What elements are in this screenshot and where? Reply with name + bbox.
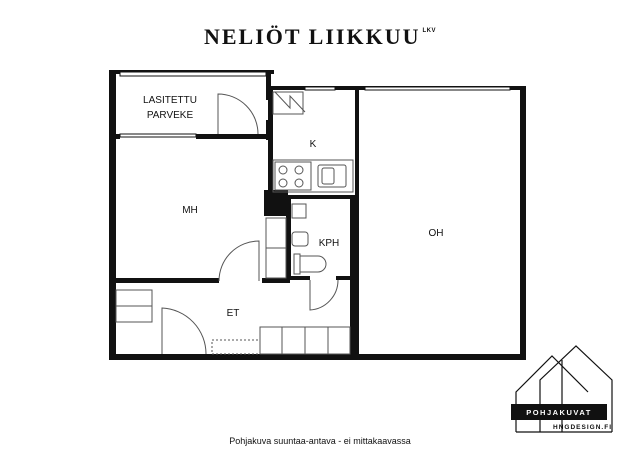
wall-bedroom-bottom <box>109 278 219 283</box>
bath-cabinet <box>291 203 307 219</box>
wall-kitchen-block <box>264 190 288 216</box>
kitchen-cabinet <box>272 91 304 115</box>
room-label-balcony-1: LASITETTU <box>143 95 197 106</box>
door-balcony-swing <box>217 93 259 135</box>
toilet <box>299 255 327 273</box>
toilet-tank <box>293 253 301 275</box>
bath-fixtures <box>291 203 327 275</box>
burner-2 <box>294 165 304 175</box>
room-label-hall: ET <box>227 308 240 319</box>
doors <box>161 93 339 355</box>
wall-living-left <box>355 90 359 360</box>
wall-left <box>109 72 116 360</box>
stove <box>274 161 312 191</box>
footer-note: Pohjakuva suuntaa-antava - ei mittakaava… <box>229 436 411 446</box>
kitchen-fixtures <box>272 91 354 193</box>
sink-bowl <box>321 167 335 185</box>
wall-bottom <box>109 354 526 360</box>
door-entrance-swing <box>161 307 207 355</box>
room-label-bathroom: KPH <box>319 238 340 249</box>
window-balcony <box>119 71 267 77</box>
wall-bath-bottom-right <box>336 276 355 280</box>
windows <box>119 71 511 138</box>
logo-domain: HNGDESIGN.FI <box>553 424 612 431</box>
room-label-kitchen: K <box>310 139 317 150</box>
wall-right <box>520 88 526 360</box>
burner-4 <box>294 178 304 188</box>
room-label-living: OH <box>429 228 444 239</box>
burner-1 <box>278 165 288 175</box>
wall-bath-top <box>286 195 352 199</box>
window-living <box>364 86 511 91</box>
window-balcony-glass <box>119 133 197 138</box>
entrance-mat <box>211 339 261 355</box>
wall-bath-bottom <box>286 276 310 280</box>
brand-suffix: LKV <box>422 28 436 34</box>
wall-hall-stub <box>352 310 359 360</box>
interior-walls <box>109 72 359 360</box>
brand-name: NELIÖT LIIKKUU <box>204 24 421 49</box>
window-kitchen <box>304 86 336 91</box>
bath-sink <box>291 231 309 247</box>
hall-fixtures <box>115 217 351 355</box>
fridge-symbol <box>274 91 306 113</box>
door-bath-swing <box>309 279 339 311</box>
logo-banner: POHJAKUVAT <box>511 404 607 420</box>
wall-bedroom-top <box>196 134 271 139</box>
counter <box>272 159 354 193</box>
wall-bath-left <box>286 195 291 279</box>
burner-3 <box>278 178 288 188</box>
sink <box>317 164 347 188</box>
room-label-balcony-2: PARVEKE <box>147 110 194 121</box>
wall-balcony-bottom <box>109 134 120 139</box>
door-bedroom-swing <box>218 240 260 282</box>
room-label-bedroom: MH <box>182 205 198 216</box>
wall-bedroom-bottom-right <box>262 278 290 283</box>
wall-kitchen-top <box>268 86 273 216</box>
